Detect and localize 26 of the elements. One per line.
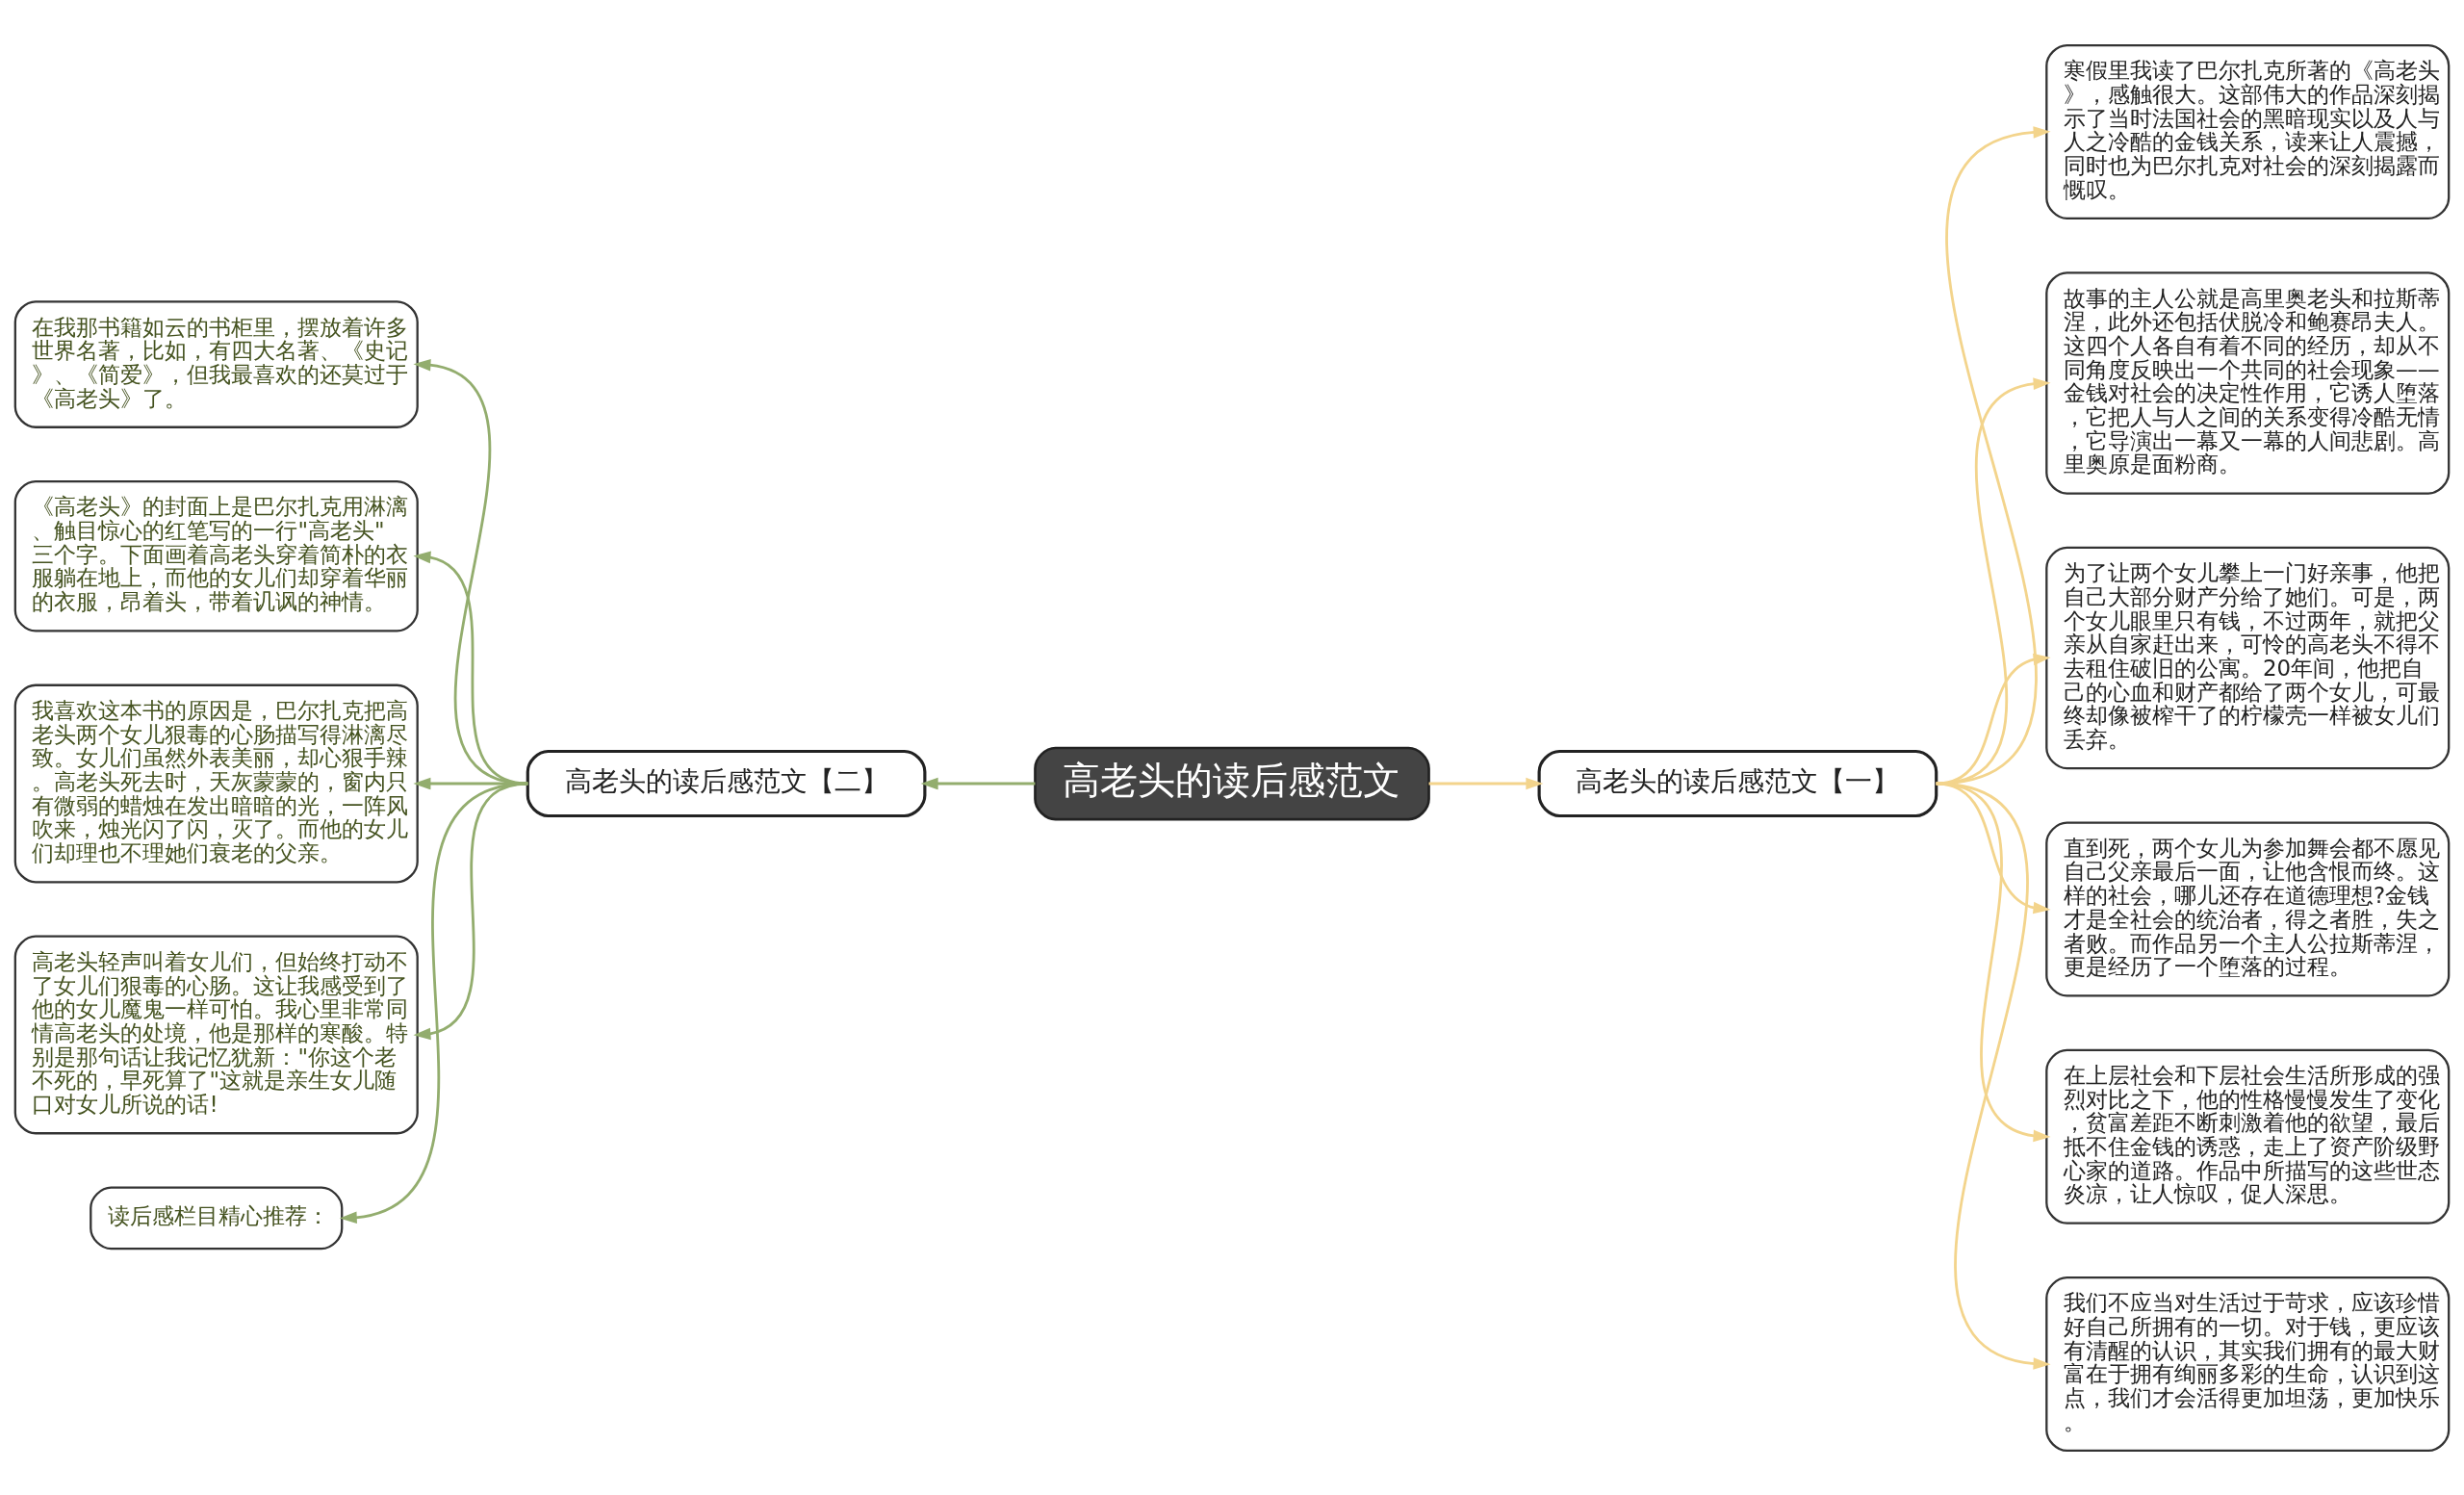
node-box: 在上层社会和下层社会生活所形成的强烈对比之下，他的性格慢慢发生了变化，贫富差距不断刺激着他的欲望，最后抵不住金钱的诱惑，走上了资产阶级野心家的道路。作品中所描写的这些世态炎凉，让人惊叹，促人深思。 xyxy=(2045,1048,2451,1224)
arrow xyxy=(1428,777,1544,789)
arrow xyxy=(1936,653,2051,785)
arrow xyxy=(1936,125,2051,785)
node-box: 高老头的读后感范文【一】 xyxy=(1537,749,1938,817)
node-box: 在我那书籍如云的书柜里，摆放着许多世界名著，比如，有四大名著、《史记》、《简爱》，但我最喜欢的还莫过于《高老头》了。 xyxy=(13,299,419,428)
node-box: 高老头的读后感范文【二】 xyxy=(526,749,927,817)
node-box: 直到死，两个女儿为参加舞会都不愿见自己父亲最后一面，让他含恨而终。这样的社会，哪儿还存在道德理想?金钱才是全社会的统治者，得之者胜，失之者败。而作品另一个主人公拉斯蒂涅，更是经历了一个堕落的过程。 xyxy=(2045,820,2451,997)
arrow xyxy=(1936,376,2051,785)
node-box: 为了让两个女儿攀上一门好亲事，他把自己大部分财产分给了她们。可是，两个女儿眼里只有钱，不过两年，就把父亲从自家赶出来，可怜的高老头不得不去租住破旧的公寓。20年间，他把自己的心血和财产都给了两个女儿，可最终却像被榨干了的柠檬壳一样被女儿们丢弃。 xyxy=(2045,546,2451,769)
node-box: 高老头轻声叫着女儿们，但始终打动不了女儿们狠毒的心肠。这让我感受到了他的女儿魔鬼一样可怕。我心里非常同情高老头的处境，他是那样的寒酸。特别是那句话让我记忆犹新："你这个老不死的，早死算了"这就是亲生女儿随口对女儿所说的话! xyxy=(13,935,419,1134)
node-box: 寒假里我读了巴尔扎克所著的《高老头》，感触很大。这部伟大的作品深刻揭示了当时法国社会的黑暗现实以及人与人之冷酷的金钱关系，读来让人震撼，同时也为巴尔扎克对社会的深刻揭露而慨叹。 xyxy=(2045,43,2451,219)
arrow xyxy=(1936,782,2051,1370)
node-box: 高老头的读后感范文 xyxy=(1034,746,1430,820)
arrow xyxy=(413,782,528,1040)
arrow xyxy=(413,551,528,785)
arrow xyxy=(1936,782,2051,1142)
node-box: 《高老头》的封面上是巴尔扎克用淋漓、触目惊心的红笔写的一行"高老头"三个字。下面画着高老头穿着简朴的衣服躺在地上，而他的女儿们却穿着华丽的衣服，昂着头，带着讥讽的神情。 xyxy=(13,479,419,632)
arrow xyxy=(413,358,528,785)
arrow xyxy=(339,782,528,1224)
node-box: 我们不应当对生活过于苛求，应该珍惜好自己所拥有的一切。对于钱，更应该有清醒的认识，其实我们拥有的最大财富在于拥有绚丽多彩的生命，认识到这点，我们才会活得更加坦荡，更加快乐。 xyxy=(2045,1276,2451,1452)
arrow xyxy=(920,777,1036,789)
node-box: 故事的主人公就是高里奥老头和拉斯蒂涅，此外还包括伏脱冷和鲍赛昂夫人。这四个人各自有着不同的经历，却从不同角度反映出一个共同的社会现象——金钱对社会的决定性作用，它诱人堕落，它把人与人之间的关系变得冷酷无情，它导演出一幕又一幕的人间悲剧。高里奥原是面粉商。 xyxy=(2045,271,2451,495)
node-box: 读后感栏目精心推荐： xyxy=(90,1186,344,1250)
arrow xyxy=(1936,782,2051,914)
node-box: 我喜欢这本书的原因是，巴尔扎克把高老头两个女儿狠毒的心肠描写得淋漓尽致。女儿们虽然外表美丽，却心狠手辣。高老头死去时，天灰蒙蒙的，窗内只有微弱的蜡烛在发出暗暗的光，一阵风吹来，烛光闪了闪，灭了。而他的女儿们却理也不理她们衰老的父亲。 xyxy=(13,683,419,883)
